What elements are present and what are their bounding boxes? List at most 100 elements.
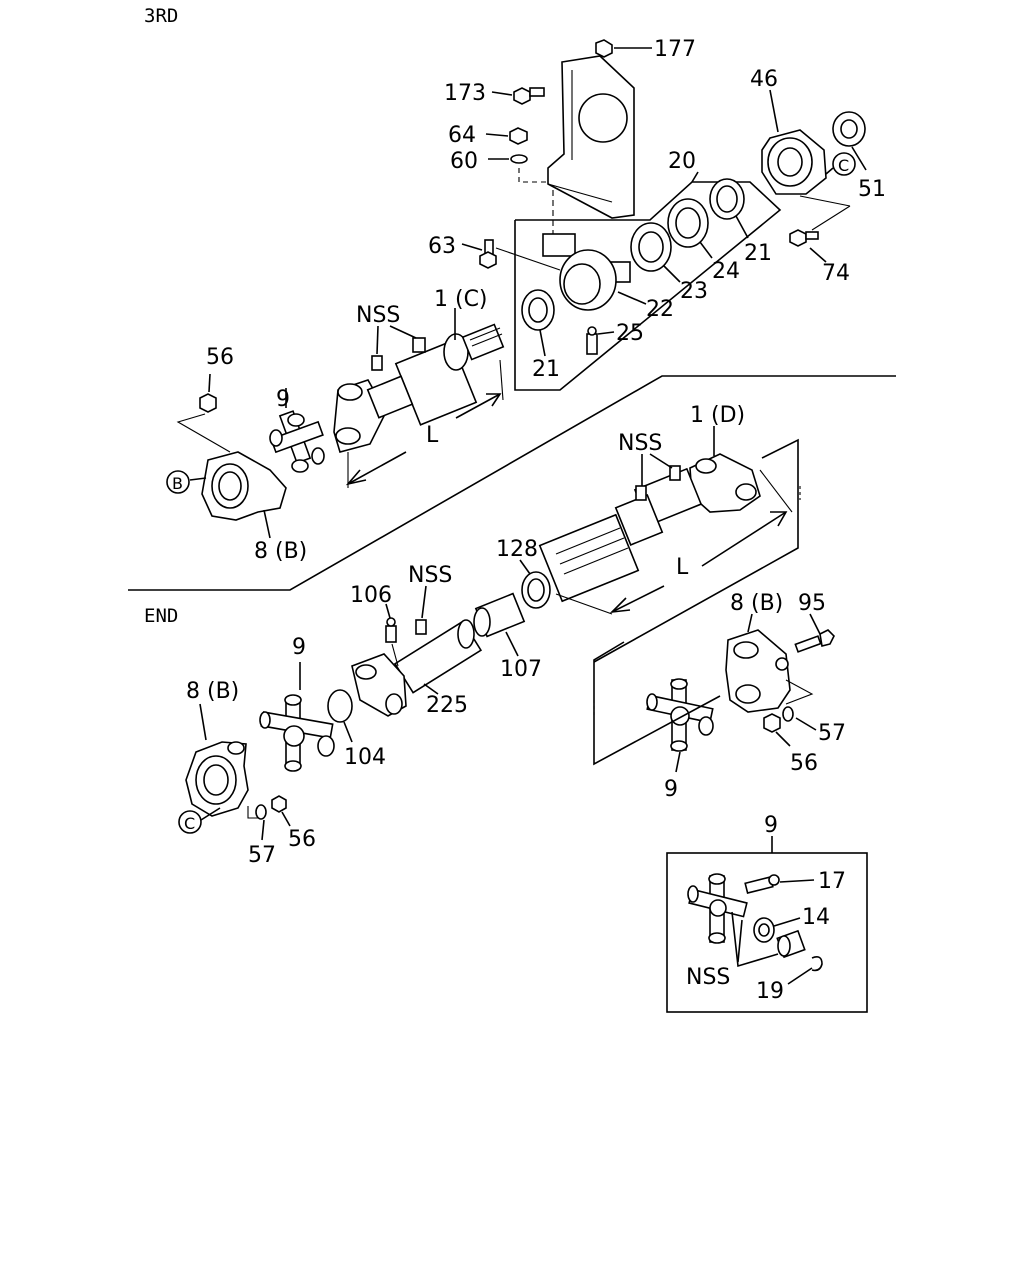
callout-17: 17 <box>818 869 846 894</box>
snap-ring-19-icon <box>811 956 823 972</box>
dim-l-lower-right-arrow <box>701 511 787 567</box>
leader-b <box>189 477 207 481</box>
nss-clip-2-icon <box>669 465 681 481</box>
callout-14: 14 <box>802 905 830 930</box>
callout-9-end-right: 9 <box>664 777 678 802</box>
callout-106: 106 <box>350 583 392 608</box>
callout-9-upper: 9 <box>276 387 290 412</box>
bearing-cup-icon <box>776 929 806 959</box>
callout-56-end-left: 56 <box>288 827 316 852</box>
propeller-shaft-1c-icon <box>333 323 505 453</box>
leader-56-end-right <box>775 731 791 747</box>
leader-64 <box>485 133 509 137</box>
callout-107: 107 <box>500 657 542 682</box>
circle-ref-b-label: B <box>172 474 183 493</box>
universal-joint-detail-icon <box>687 873 748 944</box>
nut-56-end-right-icon <box>763 713 781 733</box>
callout-8b-end-right: 8 (B) <box>730 591 783 616</box>
nss-clip-3-icon <box>415 619 427 635</box>
propeller-shaft-1d-icon <box>538 453 761 603</box>
callout-63: 63 <box>428 234 456 259</box>
dim-l-upper: L <box>426 423 439 448</box>
leader-c-upper <box>825 167 834 175</box>
leader-19 <box>787 967 813 985</box>
nut-64-icon <box>509 127 528 145</box>
callout-20: 20 <box>668 149 696 174</box>
section-label-3rd: 3RD <box>144 5 178 27</box>
callout-64: 64 <box>448 123 476 148</box>
leader-9-end-right <box>675 751 681 773</box>
nss-clip-1b-icon <box>371 355 383 371</box>
leader-63 <box>461 243 483 251</box>
leader-51 <box>851 146 867 171</box>
callout-51: 51 <box>858 177 886 202</box>
seal-104-icon <box>327 689 353 723</box>
section-label-end: END <box>144 605 178 627</box>
leader-yoke-hardware <box>785 679 814 705</box>
callout-57-end-right: 57 <box>818 721 846 746</box>
bracket-1d-group <box>593 438 799 663</box>
dim-l-lower-right-head <box>770 511 788 527</box>
leader-56-yoke <box>176 413 231 453</box>
leader-20 <box>691 171 699 183</box>
callout-9-detail: 9 <box>764 813 778 838</box>
leader-56-end-left <box>281 811 291 827</box>
dim-l-lower: L <box>676 555 689 580</box>
callout-21-upper: 21 <box>744 241 772 266</box>
leader-flange-bolt <box>799 195 851 207</box>
universal-joint-9-end-right-icon <box>646 678 714 752</box>
circle-ref-c-lower-label: C <box>184 814 195 833</box>
leader-nss-3 <box>421 585 427 619</box>
grease-fitting-17-icon <box>744 874 780 894</box>
leader-225 <box>423 683 439 695</box>
leader-nss-4 <box>731 911 779 968</box>
bolt-95-icon <box>794 629 835 653</box>
ring-21-lower-icon <box>521 289 555 331</box>
dim-l-lower-right-ext <box>759 469 793 513</box>
callout-225: 225 <box>426 693 468 718</box>
leader-flange-hardware <box>247 806 258 819</box>
circle-ref-c-upper <box>832 152 856 176</box>
leader-17 <box>779 879 815 883</box>
callout-nss-4: NSS <box>686 965 730 990</box>
callout-nss-2: NSS <box>618 431 662 456</box>
leader-173 <box>491 91 513 96</box>
nut-56-end-left-icon <box>271 795 287 813</box>
bearing-24-icon <box>667 198 709 248</box>
circle-ref-c-upper-label: C <box>838 156 849 175</box>
universal-joint-9-upper-icon <box>269 410 325 473</box>
callout-24: 24 <box>712 259 740 284</box>
leader-nss-4b <box>737 919 743 963</box>
callout-173: 173 <box>444 81 486 106</box>
callout-56-upper: 56 <box>206 345 234 370</box>
circle-ref-c-lower <box>178 810 202 834</box>
callout-nss-1: NSS <box>356 303 400 328</box>
bearing-housing-22-icon <box>542 233 631 311</box>
center-bearing-bracket <box>547 55 635 219</box>
grease-nipple-106-icon <box>385 617 397 643</box>
leader-128 <box>519 559 531 575</box>
yoke-8b-end-right-icon <box>725 629 791 713</box>
yoke-flange-8b-end-left-icon <box>185 741 249 817</box>
leader-8b-end-right <box>747 613 753 633</box>
section-divider <box>128 375 896 591</box>
leader-8b-upper <box>263 509 271 539</box>
nss-clip-1-icon <box>412 337 426 353</box>
leader-washer-bracket <box>518 168 548 183</box>
seal-23-icon <box>630 222 672 272</box>
shaft-225-icon <box>351 619 483 717</box>
callout-25: 25 <box>616 321 644 346</box>
leader-c-lower <box>200 807 221 821</box>
leader-46 <box>769 89 779 133</box>
leader-22 <box>617 291 647 305</box>
leader-8b-end-left <box>199 703 207 741</box>
leader-57-end-right <box>795 717 817 731</box>
callout-9-end-left: 9 <box>292 635 306 660</box>
callout-22: 22 <box>646 297 674 322</box>
callout-57-end-left: 57 <box>248 843 276 868</box>
callout-60: 60 <box>450 149 478 174</box>
callout-46: 46 <box>750 67 778 92</box>
flange-nut-51-icon <box>832 111 866 147</box>
ujoint-detail-box <box>666 852 868 1013</box>
leader-nss-1 <box>376 325 379 355</box>
